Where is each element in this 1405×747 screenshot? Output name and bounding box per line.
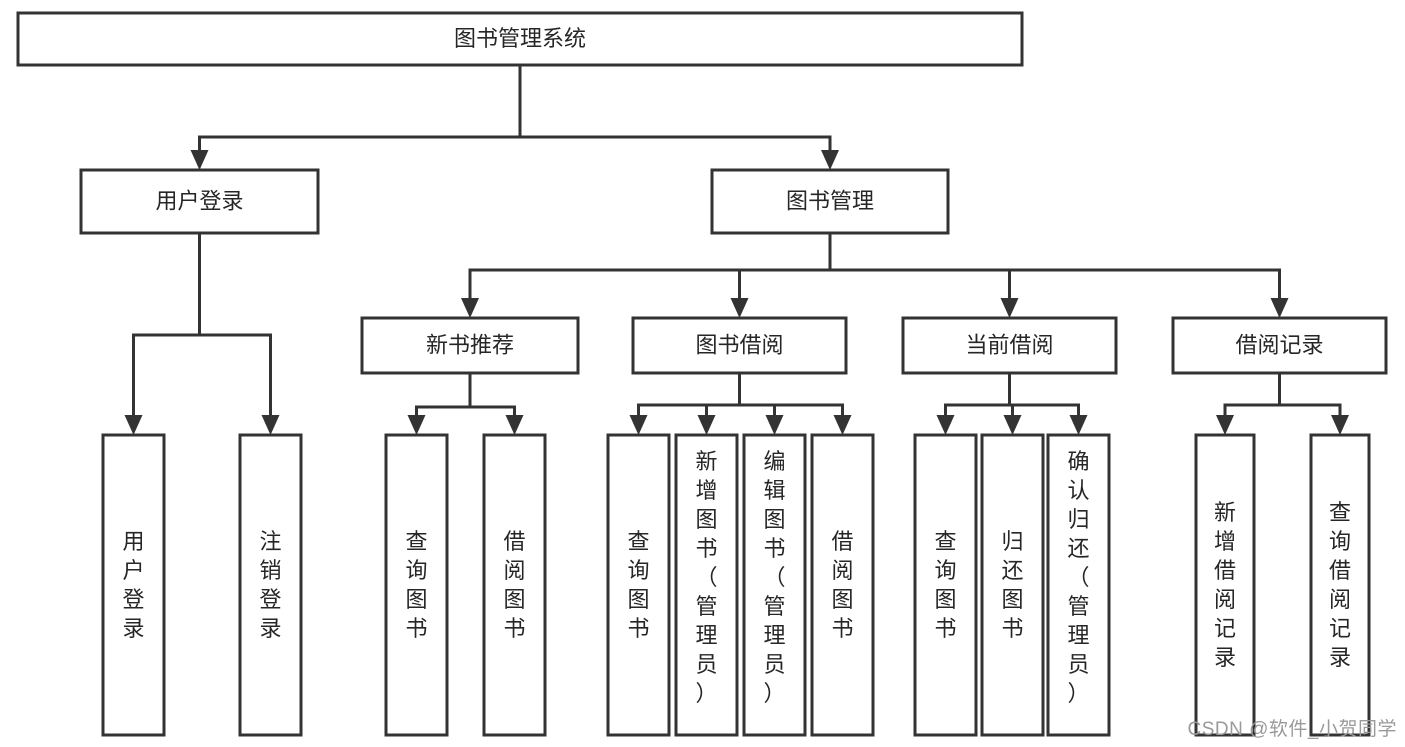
arrow-head-icon — [765, 415, 784, 435]
arrow-head-icon — [833, 415, 852, 435]
node-leaf-add-record[interactable]: 新增借阅记录 — [1194, 433, 1256, 737]
arrow-head-icon — [821, 150, 839, 170]
node-leaf-return-book-label: 归还图书 — [1001, 529, 1023, 641]
node-new-book-recommend-label: 新书推荐 — [426, 332, 514, 357]
arrow-head-icon — [1216, 415, 1234, 435]
node-leaf-edit-book-label: 编辑图书（管理员） — [763, 449, 785, 706]
node-book-manage[interactable]: 图书管理 — [710, 168, 950, 235]
edge-root-to-level2 — [190, 63, 839, 170]
node-leaf-borrow-book-1-box[interactable] — [482, 433, 547, 737]
node-leaf-confirm-return-label: 确认归还（管理员） — [1067, 449, 1089, 706]
node-leaf-borrow-book-2-box[interactable] — [810, 433, 875, 737]
edge-book-borrow-to-leaves — [629, 371, 852, 435]
node-current-borrow[interactable]: 当前借阅 — [901, 316, 1118, 375]
node-leaf-add-book-box[interactable] — [674, 433, 739, 737]
node-root[interactable]: 图书管理系统 — [16, 11, 1024, 67]
arrow-head-icon — [407, 415, 426, 435]
node-book-manage-box[interactable] — [710, 168, 950, 235]
node-book-borrow[interactable]: 图书借阅 — [631, 316, 848, 375]
node-leaf-return-book-box[interactable] — [980, 433, 1045, 737]
node-leaf-query-book-1-label: 查询图书 — [405, 529, 427, 641]
node-user-login[interactable]: 用户登录 — [79, 168, 320, 235]
arrow-head-icon — [936, 415, 955, 435]
node-leaf-user-login[interactable]: 用户登录 — [101, 433, 166, 737]
node-leaf-user-logout[interactable]: 注销登录 — [238, 433, 303, 737]
node-leaf-user-logout-label: 注销登录 — [259, 529, 281, 641]
node-leaf-borrow-book-2[interactable]: 借阅图书 — [810, 433, 875, 737]
node-leaf-query-book-3[interactable]: 查询图书 — [913, 433, 978, 737]
node-borrow-record-box[interactable] — [1171, 316, 1388, 375]
node-leaf-user-login-box[interactable] — [101, 433, 166, 737]
arrow-head-icon — [730, 298, 749, 318]
arrow-head-icon — [261, 415, 280, 435]
node-root-box[interactable] — [16, 11, 1024, 67]
arrow-head-icon — [1270, 298, 1289, 318]
arrow-head-icon — [1069, 415, 1088, 435]
node-leaf-add-book-label: 新增图书（管理员） — [695, 449, 717, 706]
node-leaf-query-book-1[interactable]: 查询图书 — [384, 433, 449, 737]
node-leaf-add-book[interactable]: 新增图书（管理员） — [674, 433, 739, 737]
node-book-borrow-box[interactable] — [631, 316, 848, 375]
arrow-head-icon — [629, 415, 648, 435]
arrow-head-icon — [505, 415, 524, 435]
edge-current-borrow-to-leaves — [936, 371, 1088, 435]
arrow-head-icon — [124, 415, 143, 435]
arrow-head-icon — [190, 150, 209, 170]
node-root-label: 图书管理系统 — [454, 26, 586, 51]
node-borrow-record-label: 借阅记录 — [1235, 332, 1323, 357]
node-leaf-add-record-label: 新增借阅记录 — [1214, 500, 1236, 670]
node-leaf-borrow-book-1[interactable]: 借阅图书 — [482, 433, 547, 737]
node-new-book-recommend-box[interactable] — [360, 316, 580, 375]
node-book-manage-label: 图书管理 — [786, 188, 874, 213]
edge-borrow-record-to-leaves — [1216, 371, 1349, 435]
node-leaf-user-login-label: 用户登录 — [122, 529, 144, 641]
node-book-borrow-label: 图书借阅 — [695, 332, 783, 357]
node-leaf-query-book-2-label: 查询图书 — [627, 529, 649, 641]
node-leaf-user-logout-box[interactable] — [238, 433, 303, 737]
node-leaf-return-book[interactable]: 归还图书 — [980, 433, 1045, 737]
node-leaf-edit-book-box[interactable] — [742, 433, 807, 737]
node-leaf-query-book-1-box[interactable] — [384, 433, 449, 737]
node-user-login-label: 用户登录 — [155, 188, 243, 213]
node-leaf-query-book-3-label: 查询图书 — [934, 529, 956, 641]
node-leaf-query-record-box[interactable] — [1309, 433, 1371, 737]
node-leaf-query-record[interactable]: 查询借阅记录 — [1309, 433, 1371, 737]
edge-user-login-to-leaves — [124, 231, 280, 435]
arrow-head-icon — [1331, 415, 1349, 435]
node-leaf-query-book-3-box[interactable] — [913, 433, 978, 737]
node-leaf-add-record-box[interactable] — [1194, 433, 1256, 737]
node-layer: 图书管理系统用户登录图书管理新书推荐图书借阅当前借阅借阅记录用户登录注销登录查询… — [16, 11, 1388, 737]
arrow-head-icon — [461, 298, 479, 318]
node-leaf-query-record-label: 查询借阅记录 — [1329, 500, 1351, 670]
edge-book-manage-to-level3 — [461, 231, 1289, 318]
node-new-book-recommend[interactable]: 新书推荐 — [360, 316, 580, 375]
arrow-head-icon — [697, 415, 716, 435]
node-leaf-edit-book[interactable]: 编辑图书（管理员） — [742, 433, 807, 737]
arrow-head-icon — [1003, 415, 1022, 435]
node-leaf-borrow-book-2-label: 借阅图书 — [831, 529, 853, 641]
node-leaf-query-book-2[interactable]: 查询图书 — [606, 433, 671, 737]
node-current-borrow-box[interactable] — [901, 316, 1118, 375]
node-leaf-confirm-return-box[interactable] — [1046, 433, 1111, 737]
node-leaf-confirm-return[interactable]: 确认归还（管理员） — [1046, 433, 1111, 737]
node-leaf-query-book-2-box[interactable] — [606, 433, 671, 737]
node-borrow-record[interactable]: 借阅记录 — [1171, 316, 1388, 375]
node-user-login-box[interactable] — [79, 168, 320, 235]
node-current-borrow-label: 当前借阅 — [965, 332, 1053, 357]
edge-new-book-recommend-to-leaves — [407, 371, 524, 435]
arrow-head-icon — [1000, 298, 1019, 318]
node-leaf-borrow-book-1-label: 借阅图书 — [503, 529, 525, 641]
connector-layer — [124, 63, 1349, 435]
